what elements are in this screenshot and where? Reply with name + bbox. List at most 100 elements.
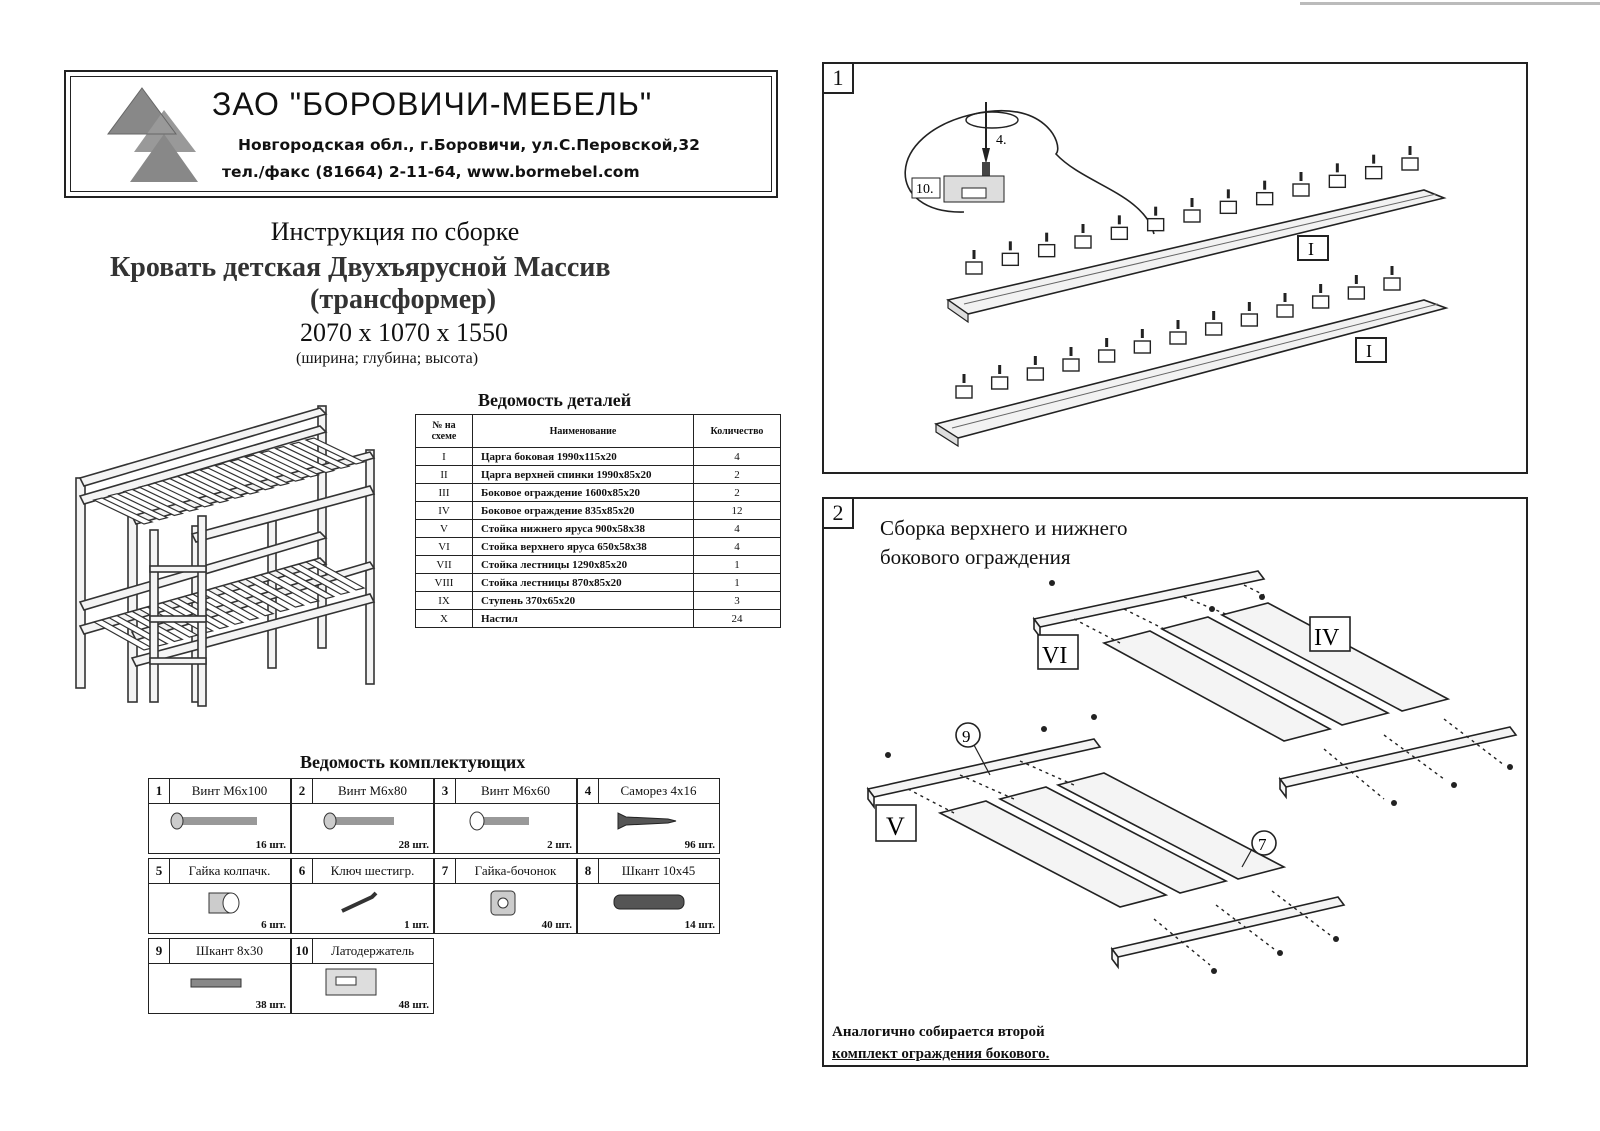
hardware-item-picture [598, 887, 698, 922]
bed-slat [107, 493, 169, 521]
hardware-item-qty: 14 шт. [684, 919, 715, 931]
step-2-note: Аналогично собирается второй комплект ог… [832, 1021, 1049, 1065]
parts-cell-num: V [415, 519, 473, 538]
screw-mark [1045, 232, 1049, 242]
screw-mark [1154, 206, 1158, 216]
parts-cell-name: Царга верхней спинки 1990x85x20 [472, 465, 694, 484]
step-2-number: 2 [824, 499, 854, 529]
rail-1-label: I [1308, 239, 1314, 259]
slat-holder [1328, 174, 1347, 189]
parts-cell-qty: 4 [693, 519, 781, 538]
slat-holder [1110, 226, 1129, 241]
document-title: Инструкция по сборке [270, 217, 520, 246]
bed-slat [137, 484, 200, 512]
parts-cell-qty: 12 [693, 501, 781, 520]
screw-mark [1372, 154, 1376, 164]
slat-holder [1062, 358, 1080, 372]
slat-holder [1347, 286, 1366, 300]
bed-slat [122, 488, 185, 517]
parts-cell-name: Настил [472, 609, 694, 628]
hardware-item-number: 2 [292, 779, 313, 803]
screw-mark [1069, 347, 1073, 356]
product-name: Кровать детская Двухъярусной Массив [110, 252, 611, 283]
slat-holder [1276, 304, 1294, 318]
slat-holder [1255, 191, 1274, 206]
screw-mark [1117, 215, 1121, 225]
bed-slat [243, 454, 306, 482]
parts-cell-num: VI [415, 537, 473, 556]
parts-cell-name: Стойка лестницы 1290x85x20 [472, 555, 694, 574]
hardware-item-qty: 6 шт. [261, 919, 286, 931]
product-dimensions: 2070 x 1070 x 1550 [300, 318, 508, 347]
hardware-item-qty: 96 шт. [684, 839, 715, 851]
parts-cell-name: Стойка верхнего яруса 650x58x38 [472, 537, 694, 556]
holder-callout: 10. [916, 182, 934, 197]
hardware-item-name: Винт М6x100 [191, 783, 268, 798]
bed-slat [152, 480, 215, 508]
screw-callout: 4. [996, 133, 1007, 148]
parts-cell-num: VII [415, 555, 473, 574]
hardware-item-name: Винт М6x80 [337, 783, 408, 798]
parts-cell-qty: 4 [693, 537, 781, 556]
slat-holder [1219, 200, 1238, 215]
parts-cell-qty: 3 [693, 591, 781, 610]
parts-cell-num: IV [415, 501, 473, 520]
hardware-item-name: Гайка колпачк. [188, 863, 271, 878]
company-address: Новгородская обл., г.Боровичи, ул.С.Перо… [238, 136, 700, 154]
bed-slat [258, 572, 321, 604]
step-1-panel: 1 [822, 62, 1528, 474]
parts-cell-num: X [415, 609, 473, 628]
screw-mark [1247, 302, 1251, 311]
bed-slat [273, 445, 336, 474]
screw-mark [1081, 224, 1085, 233]
slat-holder [1401, 157, 1419, 171]
bed-slat [228, 580, 290, 613]
screw-mark [1105, 338, 1109, 347]
dowel-callout: 9 [962, 727, 971, 746]
step-1-diagram: 4. 10. I I [904, 102, 1449, 448]
hardware-item-qty: 38 шт. [255, 999, 286, 1011]
bed-slat [213, 463, 275, 491]
parts-cell-name: Царга боковая 1990x115x20 [472, 447, 694, 466]
parts-cell-num: II [415, 465, 473, 484]
hardware-item-picture [455, 807, 555, 842]
bed-slat [274, 567, 336, 600]
rail-2-label: I [1366, 341, 1372, 361]
hardware-item-qty: 16 шт. [255, 839, 286, 851]
screw-mark [1390, 266, 1394, 275]
bed-slat [258, 450, 321, 478]
hardware-item-picture [169, 967, 269, 1002]
hardware-item-name: Ключ шестигр. [330, 863, 415, 878]
parts-cell-name: Стойка лестницы 870x85x20 [472, 573, 694, 592]
hardware-item-name: Гайка-бочонок [474, 863, 557, 878]
hardware-item-qty: 2 шт. [547, 839, 572, 851]
screw-mark [1008, 241, 1012, 251]
step-2-diagram: VI IV V 9 7 [866, 570, 1518, 974]
step-2-title: Сборка верхнего и нижнего бокового ограж… [880, 516, 1128, 569]
company-header [64, 70, 778, 198]
dimensions-note: (ширина; глубина; высота) [296, 350, 479, 367]
screw-mark [1176, 320, 1180, 329]
parts-header-qty: Количество [693, 414, 781, 448]
bed-slat [228, 458, 291, 487]
parts-cell-qty: 4 [693, 447, 781, 466]
step-1-number: 1 [824, 64, 854, 94]
hardware-item-number: 8 [578, 859, 599, 883]
